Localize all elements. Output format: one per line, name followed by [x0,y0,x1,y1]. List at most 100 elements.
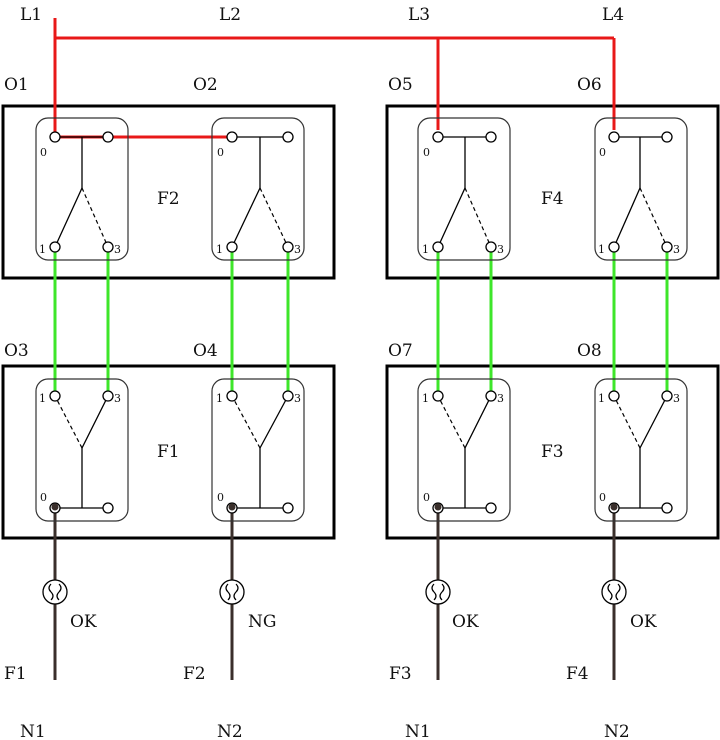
pin-label-1: 1 [39,392,46,405]
pin-label-0: 0 [599,146,606,159]
switch-label-o1: O1 [4,75,29,95]
lamp-icon [601,579,627,605]
pin-common [49,131,61,143]
lamp-icon [219,579,245,605]
pin-3 [485,390,497,402]
lamp-filament [607,583,621,601]
lamp-icon [42,579,68,605]
block-label-bottom-right: F3 [541,442,564,462]
switch-label-o5: O5 [388,75,413,95]
switch-arm-open [464,187,492,248]
switch-arm [613,187,641,248]
pin-1 [49,241,61,253]
switch-housing [211,117,305,261]
pin-label-1: 1 [216,392,223,405]
pin-label-0: 0 [217,491,224,504]
pin-label-3: 3 [294,392,301,405]
label-status-1: OK [70,612,97,632]
pin-1 [226,241,238,253]
pin-3 [485,241,497,253]
lamp-ring [601,579,627,605]
pin-label-3: 3 [294,243,301,256]
label-bottom-2: N2 [217,722,243,740]
pin-3 [661,241,673,253]
label-output-4: F4 [566,664,589,684]
pin-common-aux [485,131,497,143]
neutral-pin [610,503,618,511]
pin-1 [226,390,238,402]
switch-housing [35,117,129,261]
pin-3 [282,241,294,253]
pin-label-3: 3 [673,243,680,256]
switch-label-o4: O4 [193,341,218,361]
pin-label-1: 1 [422,243,429,256]
pin-common-aux [102,502,114,514]
label-bottom-1: N1 [20,722,46,740]
label-bottom-4: N2 [604,722,630,740]
pin-label-1: 1 [39,243,46,256]
frame-f2 [1,104,336,280]
switch-arm [437,187,466,248]
block-label-top-right: F4 [541,189,564,209]
switch-label-o2: O2 [193,75,218,95]
pin-label-3: 3 [673,392,680,405]
switch-housing [417,117,511,261]
lamp-ring [42,579,68,605]
switch-arm-open [54,395,83,449]
pin-common-aux [102,131,114,143]
switch-label-o8: O8 [577,341,602,361]
pin-label-1: 1 [598,243,605,256]
switch-label-o3: O3 [4,341,29,361]
pin-1 [608,390,620,402]
pin-label-0: 0 [40,146,47,159]
label-top-4: L4 [602,5,624,25]
pin-label-0: 0 [423,146,430,159]
pin-label-0: 0 [217,146,224,159]
switch-arm [259,395,289,449]
pin-1 [49,390,61,402]
pin-1 [432,241,444,253]
switch-arm-open [231,395,261,449]
lamp-ring [425,579,451,605]
switch-housing [35,378,129,522]
pin-3 [102,390,114,402]
switch-housing [594,117,688,261]
label-output-1: F1 [4,664,27,684]
block-label-bottom-left: F1 [157,442,180,462]
switch-arm-open [639,187,668,248]
switch-label-o7: O7 [388,341,413,361]
pin-label-3: 3 [497,392,504,405]
label-output-2: F2 [183,664,206,684]
pin-label-3: 3 [497,243,504,256]
label-output-3: F3 [389,664,412,684]
switch-arm [231,187,261,248]
pin-3 [102,241,114,253]
label-status-2: NG [248,612,276,632]
switch-arm-open [437,395,466,449]
pin-common [226,131,238,143]
pin-common-aux [661,131,673,143]
pin-label-1: 1 [598,392,605,405]
neutral-pin [434,503,442,511]
changeover-switch-icon [594,378,688,522]
pin-common [432,131,444,143]
lamp-icon [425,579,451,605]
pin-1 [432,390,444,402]
pin-label-1: 1 [422,392,429,405]
label-bottom-3: N1 [405,722,431,740]
label-status-4: OK [630,612,657,632]
pin-3 [282,390,294,402]
pin-3 [661,390,673,402]
pin-label-0: 0 [599,491,606,504]
switch-arm [464,395,492,449]
frame-f3 [385,364,720,540]
changeover-switch-icon [35,117,129,261]
neutral-pin [228,503,236,511]
label-status-3: OK [452,612,479,632]
lamp-filament [225,583,239,601]
pin-label-3: 3 [114,243,121,256]
block-label-top-left: F2 [157,189,180,209]
switch-arm-open [613,395,641,449]
changeover-switch-icon [594,117,688,261]
